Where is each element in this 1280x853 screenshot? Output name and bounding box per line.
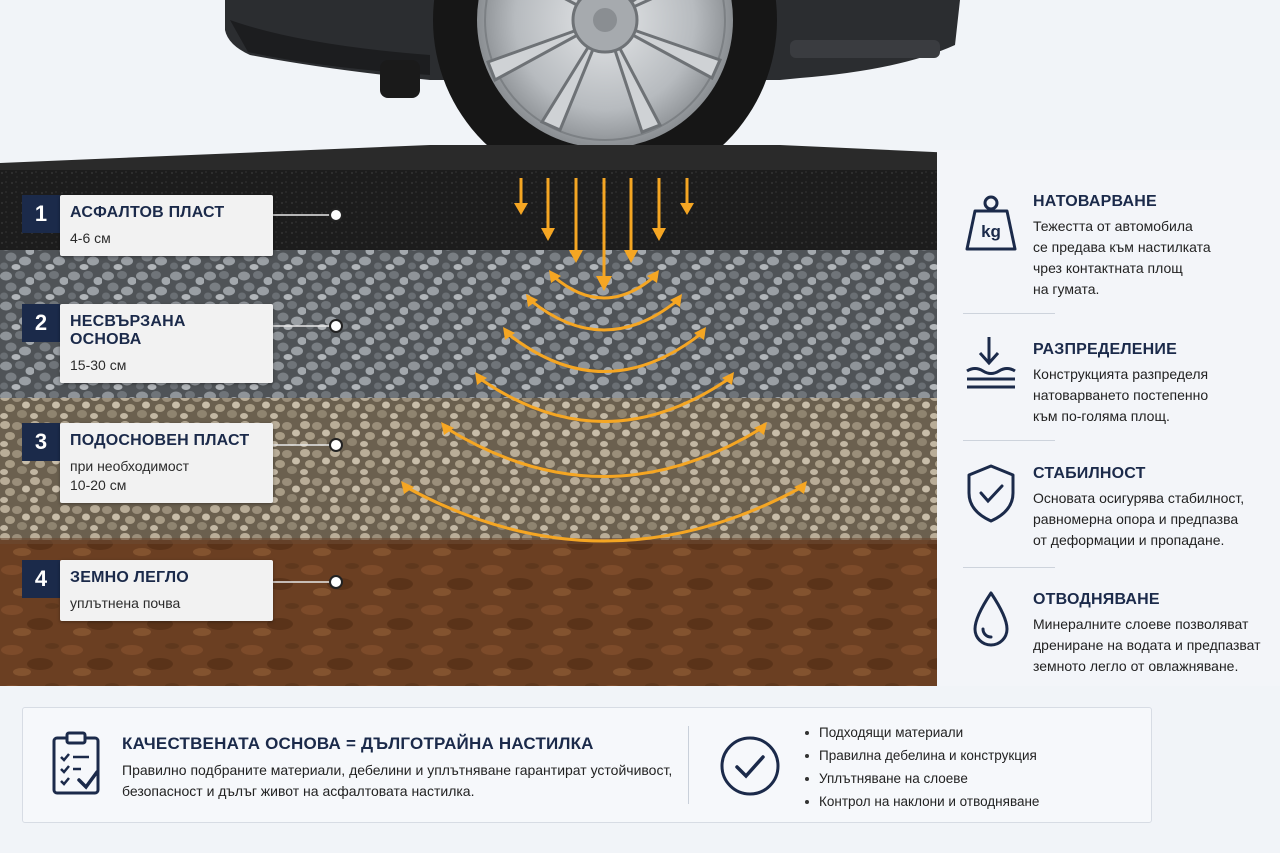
- layer-card: ЗЕМНО ЛЕГЛО уплътнена почва: [60, 560, 273, 621]
- info-text: Минералните слоеве позволяват дрениране …: [1033, 616, 1261, 674]
- load-distribution-icon: [966, 337, 1016, 389]
- layer-subtitle: 15-30 см: [70, 357, 127, 373]
- layer-number: 1: [22, 195, 60, 233]
- car-wheel: [433, 0, 777, 192]
- summary-list: Подходящи материали Правилна дебелина и …: [803, 721, 1039, 813]
- summary-panel: КАЧЕСТВЕНАТА ОСНОВА = ДЪЛГОТРАЙНА НАСТИЛ…: [22, 707, 1152, 823]
- layer-label-subbase: 3 ПОДОСНОВЕН ПЛАСТ при необходимост 10-2…: [22, 423, 273, 503]
- info-text: Конструкцията разпределя натоварването п…: [1033, 366, 1209, 424]
- layer-title: АСФАЛТОВ ПЛАСТ: [70, 204, 225, 221]
- distribution-arcs: [405, 274, 803, 543]
- list-item: Уплътняване на слоеве: [803, 767, 1039, 790]
- layer-card: ПОДОСНОВЕН ПЛАСТ при необходимост 10-20 …: [60, 423, 273, 503]
- label-connectors: [273, 208, 343, 589]
- layer-number: 2: [22, 304, 60, 342]
- check-circle-icon: [720, 736, 780, 796]
- info-text: Основата осигурява стабилност, равномерн…: [1033, 490, 1245, 548]
- layer-title: НЕСВЪРЗАНА ОСНОВА: [70, 313, 186, 348]
- water-drop-icon: [973, 591, 1009, 647]
- layer-subtitle: 4-6 см: [70, 230, 111, 246]
- summary-description: Правилно подбраните материали, дебелини …: [122, 762, 673, 799]
- layer-number: 3: [22, 423, 60, 461]
- weight-kg-icon: kg: [965, 195, 1017, 251]
- distribution-arc-heads: [401, 270, 807, 494]
- divider: [688, 726, 689, 804]
- load-arrows: [514, 178, 694, 291]
- divider: [963, 440, 1055, 441]
- list-item: Контрол на наклони и отводняване: [803, 790, 1039, 813]
- layer-number: 4: [22, 560, 60, 598]
- summary-title: КАЧЕСТВЕНАТА ОСНОВА = ДЪЛГОТРАЙНА НАСТИЛ…: [122, 734, 594, 753]
- info-panel: kg НАТОВАРВАНЕ Тежестта от автомобила се…: [937, 150, 1280, 686]
- info-title: СТАБИЛНОСТ: [1033, 465, 1146, 482]
- layer-label-base: 2 НЕСВЪРЗАНА ОСНОВА 15-30 см: [22, 304, 273, 383]
- info-text: Тежестта от автомобила се предава към на…: [1033, 218, 1211, 297]
- list-item: Правилна дебелина и конструкция: [803, 744, 1039, 767]
- road-surface: [0, 145, 1000, 175]
- layer-label-asphalt: 1 АСФАЛТОВ ПЛАСТ 4-6 см: [22, 195, 273, 256]
- info-title: РАЗПРЕДЕЛЕНИЕ: [1033, 341, 1177, 358]
- list-item: Подходящи материали: [803, 721, 1039, 744]
- layer-label-soil: 4 ЗЕМНО ЛЕГЛО уплътнена почва: [22, 560, 273, 621]
- layer-card: АСФАЛТОВ ПЛАСТ 4-6 см: [60, 195, 273, 256]
- layer-title: ЗЕМНО ЛЕГЛО: [70, 569, 189, 586]
- svg-text:kg: kg: [981, 222, 1001, 241]
- layer-subtitle: уплътнена почва: [70, 595, 181, 611]
- layer-card: НЕСВЪРЗАНА ОСНОВА 15-30 см: [60, 304, 273, 383]
- divider: [963, 313, 1055, 314]
- info-title: ОТВОДНЯВАНЕ: [1033, 591, 1160, 608]
- layer-title: ПОДОСНОВЕН ПЛАСТ: [70, 432, 250, 449]
- layer-subtitle: при необходимост 10-20 см: [70, 458, 190, 493]
- info-title: НАТОВАРВАНЕ: [1033, 193, 1157, 210]
- shield-check-icon: [967, 464, 1015, 523]
- checklist-clipboard-icon: [52, 731, 100, 795]
- divider: [963, 567, 1055, 568]
